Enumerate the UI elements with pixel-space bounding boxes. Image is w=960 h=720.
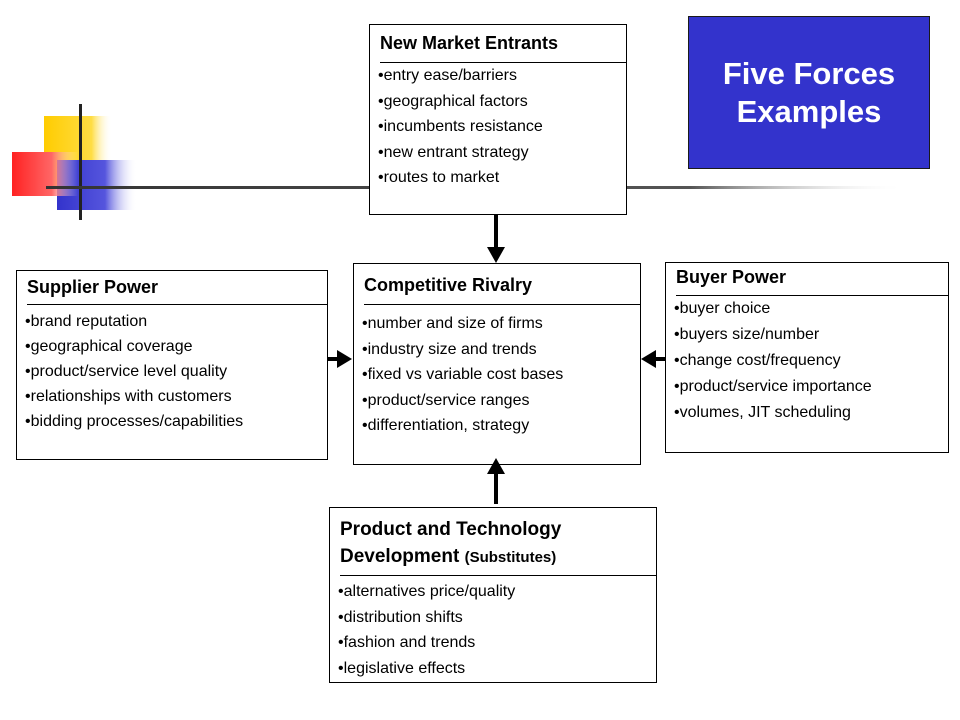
arrow-up-from-substitutes [487,458,505,504]
list-item: product/service level quality [25,359,327,384]
list-item: relationships with customers [25,384,327,409]
arrow-left-from-buyer [641,350,666,368]
list-item: industry size and trends [362,337,640,363]
substitutes-title: Product and Technology Development (Subs… [330,508,656,575]
substitutes-title-suffix: (Substitutes) [464,549,557,566]
red-square [12,152,78,196]
competitive-rivalry-title: Competitive Rivalry [364,275,533,295]
list-item: legislative effects [338,656,656,682]
list-item: alternatives price/quality [338,579,656,605]
supplier-power-list: brand reputation geographical coverage p… [17,305,327,434]
substitutes-list: alternatives price/quality distribution … [330,576,656,681]
supplier-power-rule [27,304,327,305]
list-item: new entrant strategy [378,140,626,166]
buyer-power-title: Buyer Power [676,267,787,287]
list-item: volumes, JIT scheduling [674,400,948,426]
vertical-rule [79,104,82,220]
list-item: bidding processes/capabilities [25,409,327,434]
list-item: change cost/frequency [674,348,948,374]
list-item: geographical factors [378,89,626,115]
slide-title: Five Forces Examples [722,55,896,129]
list-item: distribution shifts [338,605,656,631]
list-item: product/service importance [674,374,948,400]
list-item: brand reputation [25,309,327,334]
substitutes-title-main: Product and Technology Development [340,519,562,567]
supplier-power-box: Supplier Power brand reputation geograph… [16,270,328,460]
list-item: product/service ranges [362,388,640,414]
competitive-rivalry-box: Competitive Rivalry number and size of f… [353,263,641,465]
list-item: entry ease/barriers [378,63,626,89]
buyer-power-box: Buyer Power buyer choice buyers size/num… [665,262,949,453]
list-item: differentiation, strategy [362,413,640,439]
substitutes-box: Product and Technology Development (Subs… [329,507,657,683]
list-item: buyer choice [674,296,948,322]
competitive-rivalry-list: number and size of firms industry size a… [354,305,640,439]
list-item: incumbents resistance [378,114,626,140]
list-item: routes to market [378,165,626,191]
list-item: fashion and trends [338,630,656,656]
competitive-rivalry-rule [364,304,640,305]
new-entrants-title: New Market Entrants [380,33,559,53]
list-item: geographical coverage [25,334,327,359]
list-item: fixed vs variable cost bases [362,362,640,388]
new-entrants-box: New Market Entrants entry ease/barriers … [369,24,627,215]
buyer-power-list: buyer choice buyers size/number change c… [666,296,948,426]
arrow-right-from-supplier [327,350,352,368]
supplier-power-title: Supplier Power [27,277,159,297]
list-item: buyers size/number [674,322,948,348]
new-entrants-list: entry ease/barriers geographical factors… [370,63,626,191]
list-item: number and size of firms [362,311,640,337]
substitutes-rule [340,575,656,576]
slide-title-box: Five Forces Examples [688,16,930,169]
arrow-down-from-entrants [487,215,505,263]
